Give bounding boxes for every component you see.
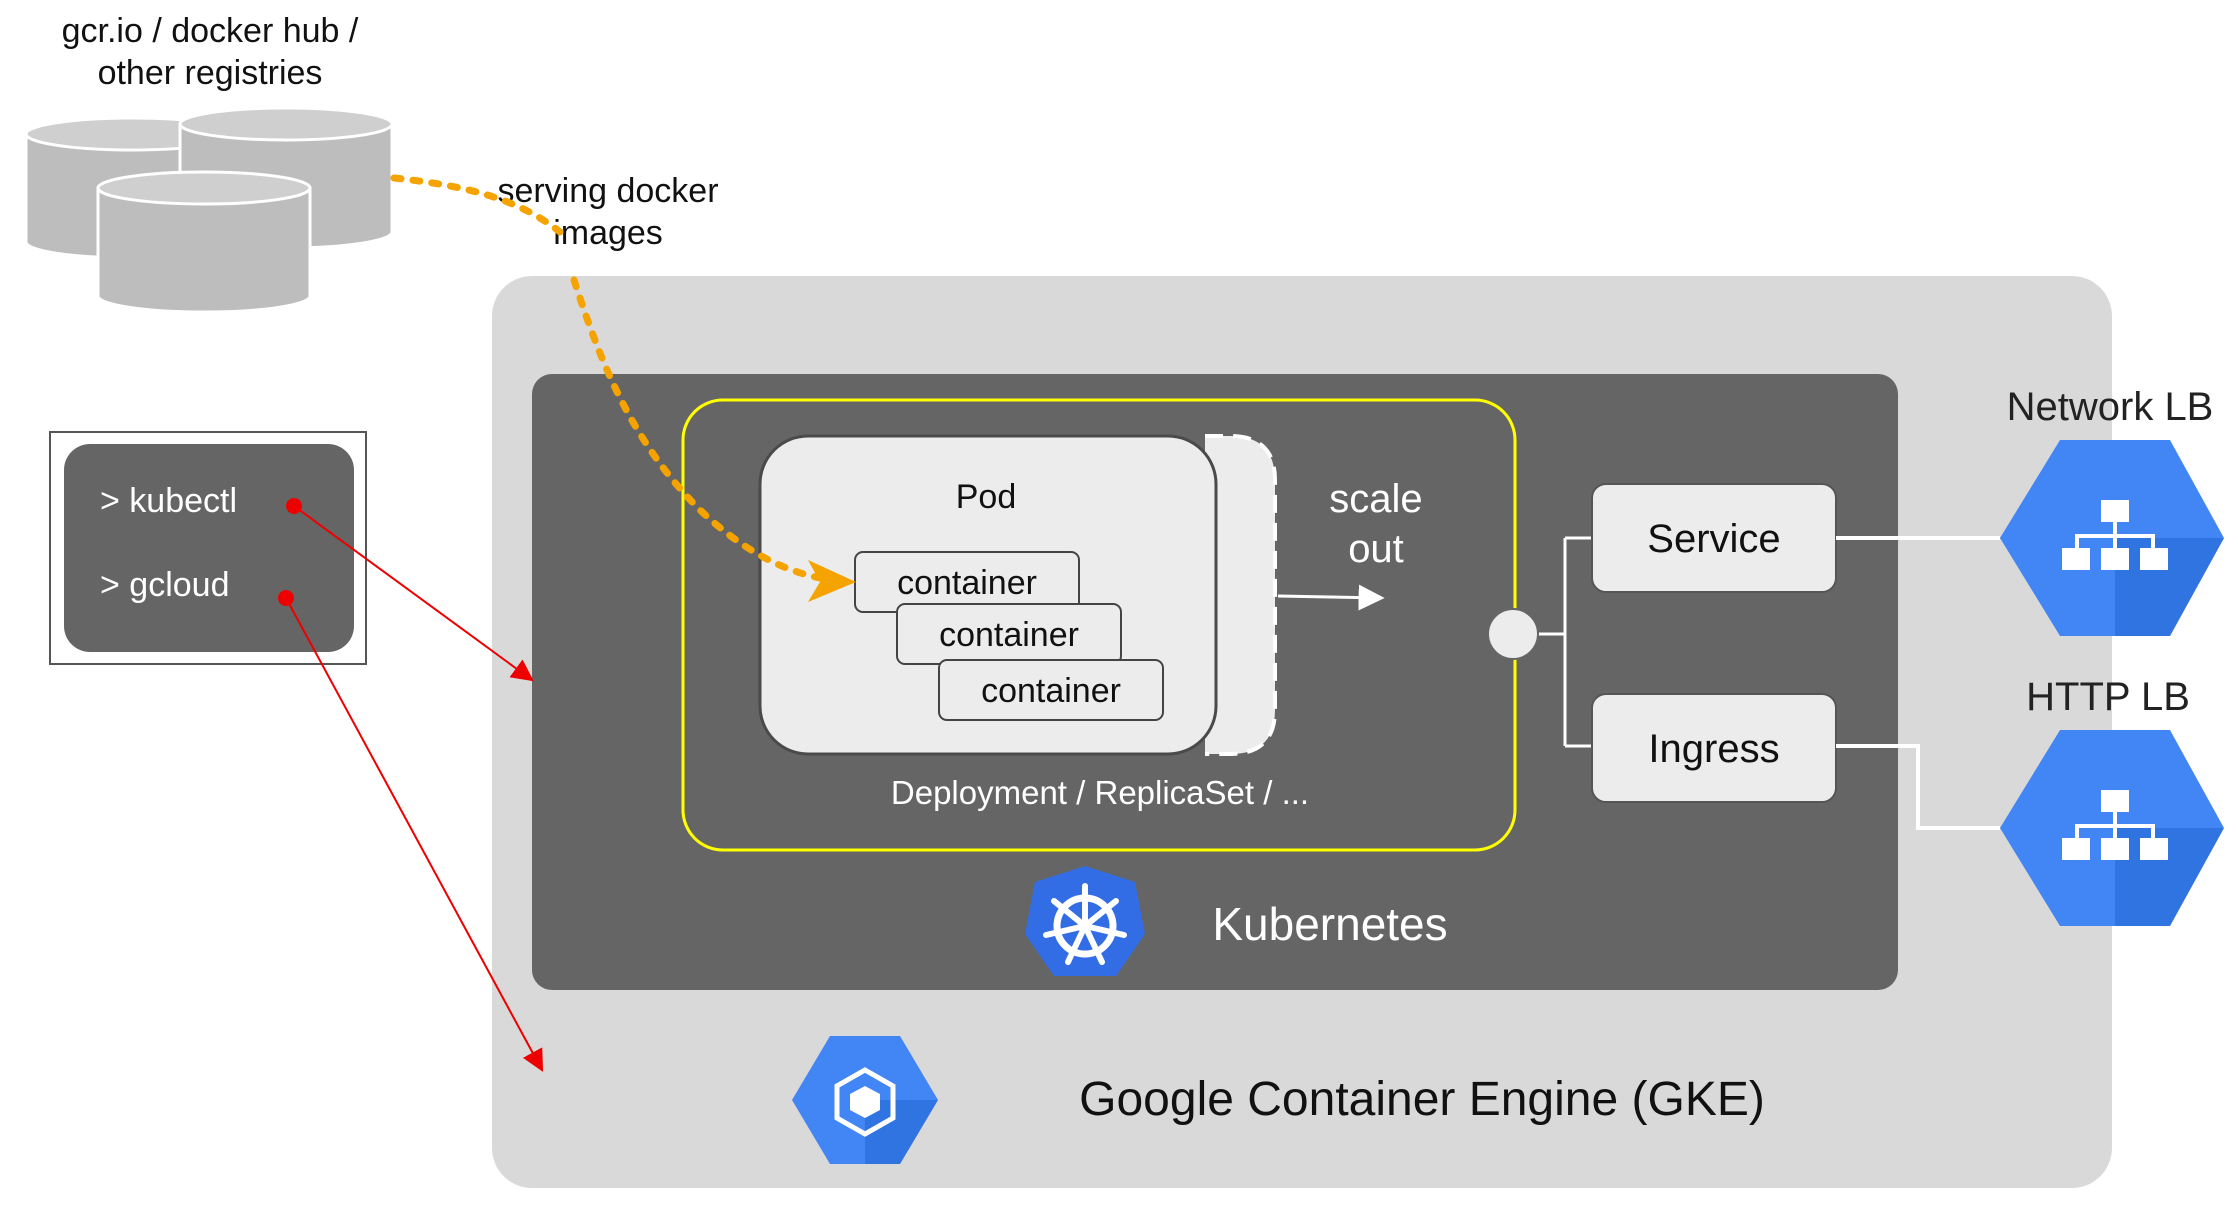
load-balancer-icon[interactable] — [2000, 440, 2224, 636]
container-label-3: container — [981, 672, 1121, 710]
gcloud-command[interactable]: > gcloud — [100, 566, 230, 604]
image-pull-path-top — [390, 174, 564, 236]
container-label-1: container — [897, 564, 1037, 602]
registries-label-line1: gcr.io / docker hub / — [62, 12, 359, 50]
scale-label-line2: out — [1348, 527, 1404, 571]
image-pull-path — [570, 276, 824, 582]
cli-panel — [64, 444, 354, 652]
network-lb-label: Network LB — [2007, 385, 2214, 429]
kubectl-arrow — [293, 505, 534, 682]
http-lb-label: HTTP LB — [2026, 675, 2190, 719]
kubectl-command[interactable]: > kubectl — [100, 482, 237, 520]
gke-label: Google Container Engine (GKE) — [1079, 1073, 1765, 1126]
service-label: Service — [1647, 517, 1780, 561]
scale-label-line1: scale — [1329, 477, 1422, 521]
container-stack: container container container — [854, 551, 1164, 721]
deployment-label: Deployment / ReplicaSet / ... — [891, 774, 1309, 811]
registries-label-line2: other registries — [98, 54, 323, 92]
pod-title: Pod — [956, 478, 1017, 516]
kubernetes-helm-icon — [1025, 866, 1145, 976]
kubernetes-label: Kubernetes — [1212, 898, 1447, 950]
serving-label-line1: serving docker — [497, 172, 718, 210]
registries: gcr.io / docker hub / other registries — [24, 12, 394, 314]
serving-label-line2: images — [553, 214, 663, 252]
image-pull-arrowhead — [808, 560, 856, 602]
database-icon — [24, 106, 394, 314]
pod-replica-dashed — [1205, 434, 1277, 756]
container-box-3 — [938, 659, 1164, 721]
ingress-to-http-lb — [1836, 744, 2000, 830]
ingress-label: Ingress — [1648, 727, 1779, 771]
scale-out-arrow — [1277, 584, 1385, 611]
endpoint-circle — [1487, 608, 1539, 660]
gcloud-arrow — [285, 597, 544, 1072]
gke-cube-icon — [792, 1036, 938, 1164]
load-balancer-icon[interactable] — [2000, 730, 2224, 926]
container-label-2: container — [939, 616, 1079, 654]
